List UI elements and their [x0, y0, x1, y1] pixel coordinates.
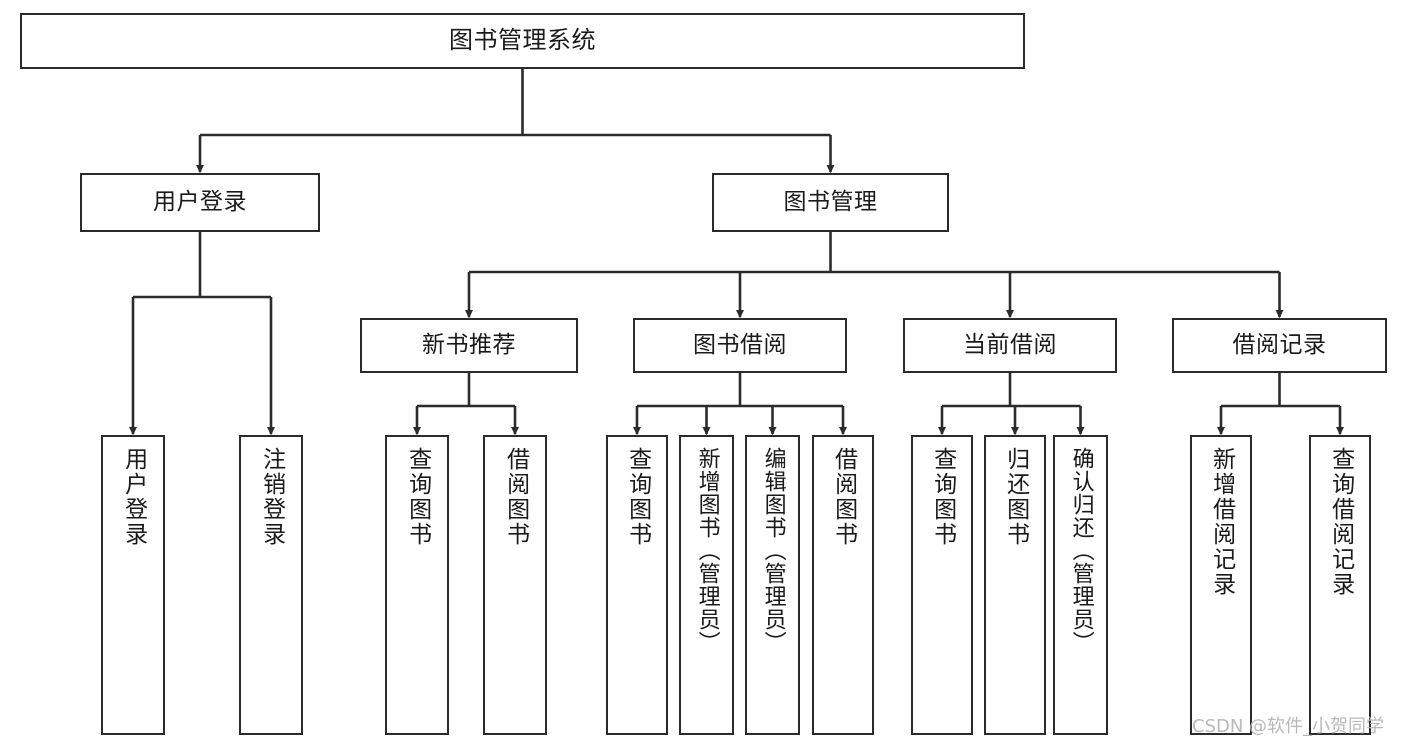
- node-leaf-add-book-admin[interactable]: 新增图书（管理员）: [679, 435, 734, 735]
- node-leaf-edit-book-admin[interactable]: 编辑图书（管理员）: [745, 435, 800, 735]
- node-label: 借阅记录: [1232, 332, 1327, 359]
- node-label: 确认归还（管理员）: [1068, 447, 1094, 654]
- node-label: 新增借阅记录: [1208, 447, 1235, 597]
- node-book-management[interactable]: 图书管理: [712, 173, 949, 232]
- node-current-borrow[interactable]: 当前借阅: [903, 318, 1117, 373]
- node-label: 图书借阅: [693, 332, 787, 359]
- node-label: 新增图书（管理员）: [694, 447, 720, 654]
- node-label: 查询借阅记录: [1327, 447, 1354, 597]
- node-leaf-query-borrow-record[interactable]: 查询借阅记录: [1309, 435, 1371, 735]
- node-label: 借阅图书: [830, 447, 857, 547]
- node-new-book-recommend[interactable]: 新书推荐: [360, 318, 578, 373]
- node-label: 当前借阅: [963, 332, 1057, 359]
- node-leaf-query-book-borrow[interactable]: 查询图书: [606, 435, 668, 735]
- node-leaf-query-book-recommend[interactable]: 查询图书: [385, 435, 449, 735]
- node-label: 注销登录: [258, 447, 285, 547]
- node-root-system[interactable]: 图书管理系统: [20, 13, 1025, 69]
- node-leaf-borrow-book-recommend[interactable]: 借阅图书: [483, 435, 547, 735]
- node-label: 借阅图书: [502, 447, 529, 547]
- watermark-text: CSDN @软件_小贺同学: [1192, 716, 1385, 737]
- node-leaf-return-book[interactable]: 归还图书: [984, 435, 1046, 735]
- node-leaf-user-login[interactable]: 用户登录: [101, 435, 165, 735]
- node-user-login[interactable]: 用户登录: [80, 173, 320, 232]
- node-label: 图书管理: [783, 189, 878, 216]
- node-borrow-record[interactable]: 借阅记录: [1172, 318, 1387, 373]
- node-label: 查询图书: [624, 447, 651, 547]
- node-leaf-borrow-book[interactable]: 借阅图书: [812, 435, 874, 735]
- node-label: 归还图书: [1002, 447, 1029, 547]
- node-label: 新书推荐: [422, 332, 516, 359]
- node-leaf-query-book-current[interactable]: 查询图书: [911, 435, 973, 735]
- node-label: 查询图书: [929, 447, 956, 547]
- node-label: 用户登录: [120, 447, 147, 547]
- node-book-borrow[interactable]: 图书借阅: [633, 318, 847, 373]
- node-label: 编辑图书（管理员）: [760, 447, 786, 654]
- node-label: 图书管理系统: [449, 26, 596, 55]
- node-label: 查询图书: [404, 447, 431, 547]
- node-label: 用户登录: [153, 189, 247, 216]
- node-leaf-add-borrow-record[interactable]: 新增借阅记录: [1190, 435, 1252, 735]
- node-leaf-confirm-return-admin[interactable]: 确认归还（管理员）: [1053, 435, 1108, 735]
- node-leaf-logout[interactable]: 注销登录: [239, 435, 303, 735]
